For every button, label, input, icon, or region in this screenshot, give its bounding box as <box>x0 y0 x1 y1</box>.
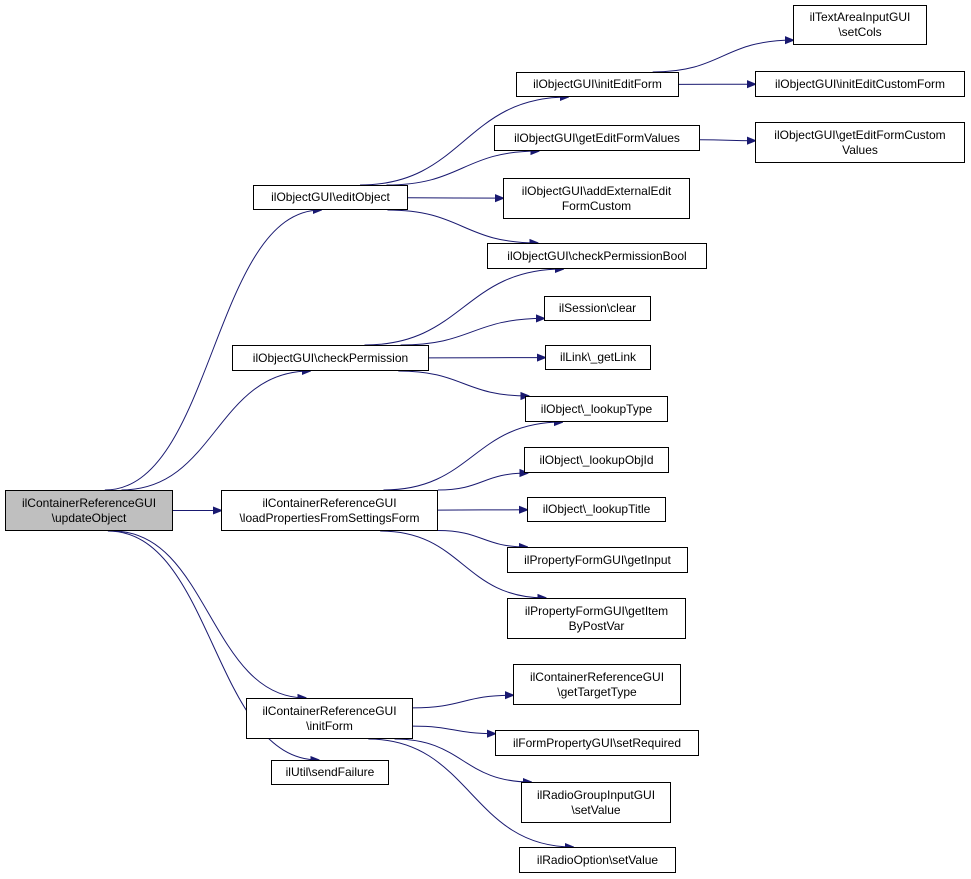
node-label-line-2: \setValue <box>571 802 621 817</box>
edge-initForm-to-setRequired <box>412 725 495 734</box>
edge-getEditFormValues-to-getEditFormCustomValues <box>699 140 755 141</box>
node-radioGroupSetValue[interactable]: ilRadioGroupInputGUI \setValue <box>521 782 671 823</box>
node-lookupObjId[interactable]: ilObject\_lookupObjId <box>524 447 669 473</box>
node-label-line-1: ilTextAreaInputGUI <box>809 10 911 24</box>
node-setRequired[interactable]: ilFormPropertyGUI\setRequired <box>495 730 699 756</box>
node-label: ilFormPropertyGUI\setRequired <box>512 735 682 750</box>
edge-loadProperties-to-getInput <box>437 530 527 547</box>
node-label-line-1: ilContainerReferenceGUI <box>262 495 397 510</box>
node-label: ilSession\clear <box>558 301 637 315</box>
node-label: ilObject\_lookupObjId <box>539 452 654 467</box>
edge-initForm-to-radioGroupSetValue <box>394 738 531 782</box>
node-label-line-1: ilContainerReferenceGUI <box>21 495 157 510</box>
node-label: ilObjectGUI\checkPermissionBool <box>507 248 687 263</box>
edge-loadProperties-to-lookupObjId <box>437 473 528 491</box>
node-setCols[interactable]: ilTextAreaInputGUI \setCols <box>793 5 927 45</box>
edge-editObject-to-initEditForm <box>360 97 568 186</box>
edge-editObject-to-checkPermissionBool <box>387 209 537 243</box>
node-label-line-1: ilContainerReferenceGUI <box>262 703 397 718</box>
edge-initForm-to-radioOptionSetValue <box>368 738 573 847</box>
node-label-line-1: ilObjectGUI\addExternalEdit <box>521 183 672 198</box>
node-radioOptionSetValue[interactable]: ilRadioOption\setValue <box>519 847 676 873</box>
edge-initForm-to-getTargetType <box>412 695 513 709</box>
node-label: ilObject\_lookupType <box>540 401 653 416</box>
node-getEditFormValues[interactable]: ilObjectGUI\getEditFormValues <box>494 125 700 151</box>
node-lookupTitle[interactable]: ilObject\_lookupTitle <box>527 497 666 522</box>
node-label-line-2: ByPostVar <box>568 618 625 633</box>
node-label-line-2: \loadPropertiesFromSettingsForm <box>239 510 420 525</box>
node-label-line-2: \setCols <box>838 25 882 39</box>
node-label: ilObjectGUI\checkPermission <box>252 350 409 365</box>
node-label-line-2: Values <box>842 142 878 157</box>
node-addExternalEditFormCustom[interactable]: ilObjectGUI\addExternalEdit FormCustom <box>503 178 690 219</box>
node-label: ilObjectGUI\initEditCustomForm <box>774 76 946 91</box>
node-sessionClear[interactable]: ilSession\clear <box>544 296 651 321</box>
edge-loadProperties-to-getItemByPostVar <box>380 530 546 598</box>
edge-checkPermission-to-sessionClear <box>400 318 544 346</box>
edge-initEditForm-to-setCols <box>652 40 793 73</box>
node-label: ilObjectGUI\initEditForm <box>533 77 662 91</box>
node-label-line-2: FormCustom <box>561 198 632 213</box>
edge-editObject-to-getEditFormValues <box>386 151 538 186</box>
node-initEditCustomForm[interactable]: ilObjectGUI\initEditCustomForm <box>755 71 965 97</box>
node-checkPermissionBool[interactable]: ilObjectGUI\checkPermissionBool <box>487 243 707 269</box>
node-editObject[interactable]: ilObjectGUI\editObject <box>253 185 408 210</box>
edge-updateObject-to-editObject <box>104 210 321 491</box>
node-getEditFormCustomValues[interactable]: ilObjectGUI\getEditFormCustom Values <box>755 122 965 163</box>
node-loadPropertiesFromSettingsForm[interactable]: ilContainerReferenceGUI \loadPropertiesF… <box>221 490 438 531</box>
edge-updateObject-to-checkPermission <box>121 371 309 491</box>
node-label: ilUtil\sendFailure <box>285 765 375 779</box>
node-label-line-2: \updateObject <box>51 510 127 525</box>
node-checkPermission[interactable]: ilObjectGUI\checkPermission <box>232 345 429 371</box>
node-label-line-1: ilObjectGUI\getEditFormCustom <box>774 127 946 142</box>
node-getItemByPostVar[interactable]: ilPropertyFormGUI\getItem ByPostVar <box>507 598 686 639</box>
node-getLink[interactable]: ilLink\_getLink <box>545 345 651 370</box>
node-label: ilLink\_getLink <box>559 350 637 364</box>
edge-checkPermission-to-checkPermissionBool <box>364 269 563 346</box>
edge-updateObject-to-sendFailure <box>107 530 319 760</box>
node-label-line-1: ilPropertyFormGUI\getItem <box>524 603 669 618</box>
node-label: ilObjectGUI\editObject <box>271 190 390 204</box>
node-lookupType[interactable]: ilObject\_lookupType <box>525 396 668 422</box>
node-label: ilPropertyFormGUI\getInput <box>524 552 671 567</box>
node-updateObject: ilContainerReferenceGUI \updateObject <box>5 490 173 531</box>
node-initEditForm[interactable]: ilObjectGUI\initEditForm <box>516 72 679 97</box>
node-sendFailure[interactable]: ilUtil\sendFailure <box>271 760 389 785</box>
edge-checkPermission-to-lookupType <box>398 370 528 396</box>
node-label-line-2: \initForm <box>306 718 353 733</box>
node-label-line-1: ilContainerReferenceGUI <box>529 669 665 684</box>
edge-loadProperties-to-lookupType <box>383 422 562 491</box>
node-getTargetType[interactable]: ilContainerReferenceGUI \getTargetType <box>513 664 681 705</box>
node-initForm[interactable]: ilContainerReferenceGUI \initForm <box>246 698 413 739</box>
node-label-line-1: ilRadioGroupInputGUI <box>536 787 656 802</box>
edge-updateObject-to-initForm <box>112 530 306 698</box>
node-label-line-2: \getTargetType <box>557 684 637 699</box>
node-label: ilObjectGUI\getEditFormValues <box>514 130 680 145</box>
node-label: ilRadioOption\setValue <box>536 852 659 867</box>
node-getInput[interactable]: ilPropertyFormGUI\getInput <box>507 547 688 573</box>
node-label: ilObject\_lookupTitle <box>542 502 651 516</box>
